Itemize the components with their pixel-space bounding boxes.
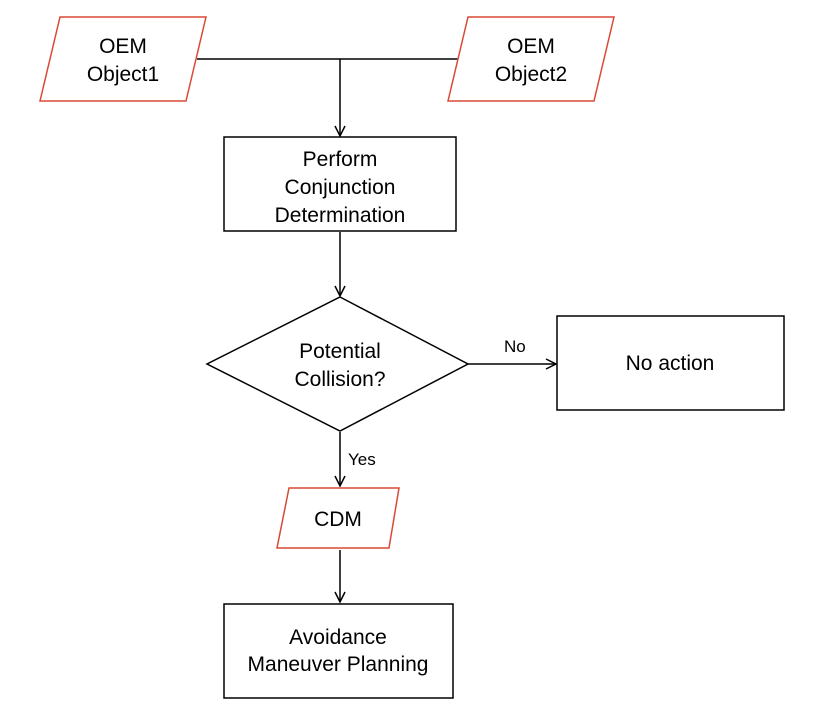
potential-collision-diamond [205, 296, 470, 432]
perform-label-line3: Determination [275, 204, 406, 227]
avoidance-maneuver-box [223, 603, 454, 699]
avoidance-label-line1: Avoidance [289, 626, 387, 649]
connectors [197, 58, 558, 604]
perform-label-line2: Conjunction [285, 176, 396, 199]
perform-label-line1: Perform [303, 148, 378, 171]
node-shapes [39, 16, 785, 699]
no-action-label: No action [626, 352, 715, 375]
cdm-shape [276, 487, 400, 549]
edge-labels: No Yes [348, 337, 526, 469]
node-labels: OEM Object1 OEM Object2 Perform Conjunct… [87, 35, 715, 676]
oem-object2-label-line1: OEM [507, 35, 555, 58]
oem-object1-label-line1: OEM [99, 35, 147, 58]
no-action-box [556, 315, 785, 411]
oem-object2-shape [447, 16, 615, 102]
edge-label-yes: Yes [348, 450, 376, 469]
oem-object2-label-line2: Object2 [495, 63, 567, 86]
perform-conjunction-box [223, 136, 457, 232]
decision-label-line1: Potential [299, 340, 381, 363]
cdm-label: CDM [314, 508, 362, 531]
avoidance-label-line2: Maneuver Planning [248, 653, 429, 676]
oem-object1-shape [39, 16, 207, 102]
edge-label-no: No [504, 337, 526, 356]
oem-object1-label-line2: Object1 [87, 63, 159, 86]
decision-label-line2: Collision? [294, 368, 385, 391]
